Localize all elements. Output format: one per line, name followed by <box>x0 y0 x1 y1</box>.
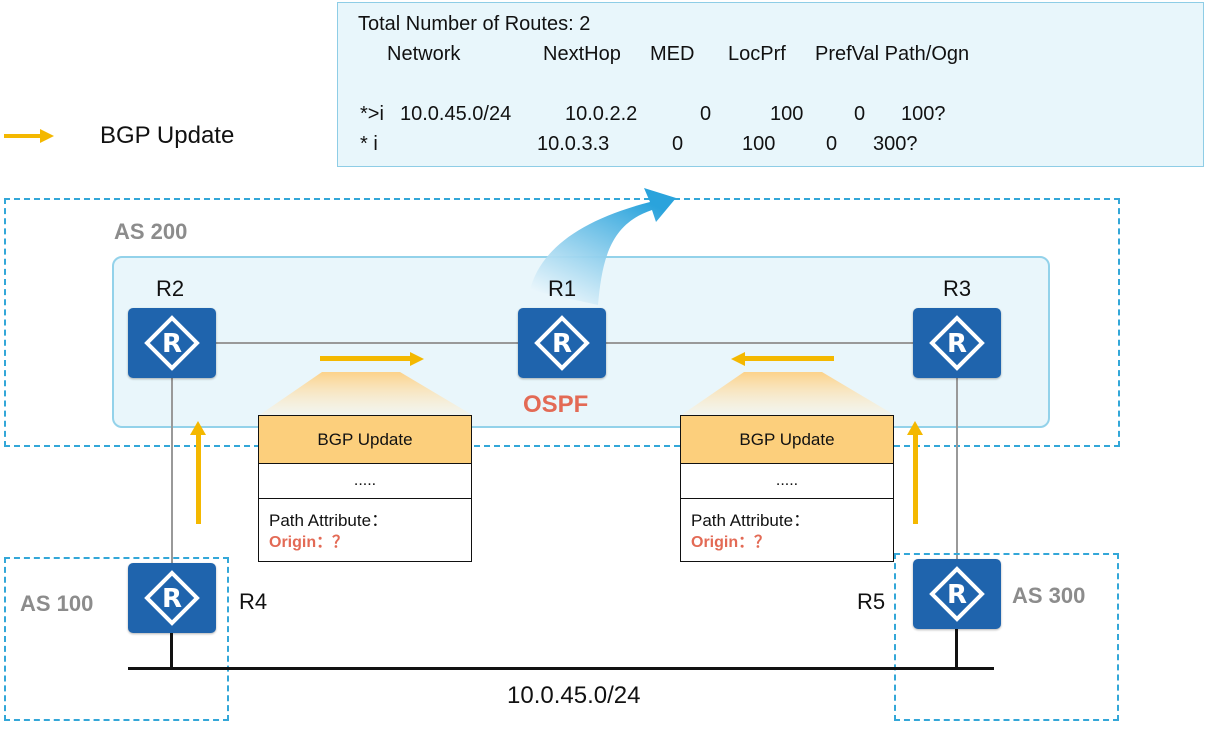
legend-arrow-head <box>40 129 54 143</box>
svg-text:R: R <box>552 329 572 359</box>
row1-path: 100? <box>901 103 946 125</box>
router-r2[interactable]: R <box>128 308 216 378</box>
link-r3-r5 <box>956 378 958 560</box>
router-icon: R <box>144 315 200 371</box>
link-r1-r3 <box>605 342 915 344</box>
router-r5[interactable]: R <box>913 559 1001 629</box>
as300-region <box>894 553 1119 721</box>
update-arrow-r5-head <box>907 421 923 435</box>
row1-nexthop: 10.0.2.2 <box>565 103 638 125</box>
router-label-r4: R4 <box>239 589 268 614</box>
svg-text:R: R <box>162 584 182 614</box>
bgp-update-origin-left: Origin：？ <box>269 534 349 551</box>
update-arrow-left-head <box>410 352 424 366</box>
routing-table-panel: Total Number of Routes: 2 Network NextHo… <box>337 2 1204 167</box>
bgp-update-attr-right: Path Attribute： <box>691 511 811 530</box>
legend-label: BGP Update <box>100 122 235 149</box>
router-label-r1: R1 <box>548 276 577 301</box>
routing-table-title: Total Number of Routes: 2 <box>358 13 591 35</box>
curved-arrow-icon <box>530 188 676 305</box>
ethernet-bus <box>128 667 994 670</box>
bgp-update-attr-left: Path Attribute： <box>269 511 389 530</box>
bgp-update-ellipsis-left: ..... <box>259 464 471 499</box>
update-arrow-left-shaft <box>320 356 412 361</box>
update-arrow-right-head <box>731 352 745 366</box>
update-arrow-r4-shaft <box>196 434 201 524</box>
header-med: MED <box>650 43 695 65</box>
ospf-label: OSPF <box>523 391 589 418</box>
row2-locprf: 100 <box>742 133 776 155</box>
update-arrow-r4-head <box>190 421 206 435</box>
as200-label: AS 200 <box>114 219 188 244</box>
svg-text:R: R <box>162 329 182 359</box>
router-icon: R <box>929 566 985 622</box>
router-r1[interactable]: R <box>518 308 606 378</box>
router-icon: R <box>144 570 200 626</box>
router-r4[interactable]: R <box>128 563 216 633</box>
bus-stub-r5 <box>955 629 958 668</box>
row1-locprf: 100 <box>770 103 804 125</box>
bgp-update-title-right: BGP Update <box>681 416 893 464</box>
legend-arrow-line <box>4 134 42 138</box>
header-locprf: LocPrf <box>728 43 786 65</box>
bgp-update-origin-right: Origin：？ <box>691 534 771 551</box>
as100-region <box>4 557 229 721</box>
update-arrow-right-shaft <box>744 356 834 361</box>
router-label-r3: R3 <box>943 276 972 301</box>
router-icon: R <box>534 315 590 371</box>
header-prefval-path: PrefVal Path/Ogn <box>815 43 970 65</box>
link-r2-r1 <box>214 342 520 344</box>
row2-nexthop: 10.0.3.3 <box>537 133 610 155</box>
as300-label: AS 300 <box>1012 583 1086 608</box>
row1-med: 0 <box>700 103 712 125</box>
bgp-update-title-left: BGP Update <box>259 416 471 464</box>
row1-network: 10.0.45.0/24 <box>400 103 512 125</box>
router-label-r2: R2 <box>156 276 185 301</box>
svg-text:R: R <box>947 329 967 359</box>
update-arrow-r5-shaft <box>913 434 918 524</box>
row2-status: * i <box>360 133 378 155</box>
svg-text:R: R <box>947 580 967 610</box>
row2-prefval: 0 <box>826 133 838 155</box>
row1-status: *>i <box>360 103 384 125</box>
router-label-r5: R5 <box>857 589 886 614</box>
header-network: Network <box>387 43 461 65</box>
link-r2-r4 <box>171 378 173 564</box>
bgp-update-box-right: BGP Update ..... Path Attribute： Origin：… <box>680 415 894 562</box>
bgp-update-box-left: BGP Update ..... Path Attribute： Origin：… <box>258 415 472 562</box>
update-callout-left <box>258 372 474 416</box>
header-nexthop: NextHop <box>543 43 621 65</box>
router-icon: R <box>929 315 985 371</box>
as100-label: AS 100 <box>20 591 94 616</box>
network-prefix-label: 10.0.45.0/24 <box>507 682 641 709</box>
router-r3[interactable]: R <box>913 308 1001 378</box>
row2-med: 0 <box>672 133 684 155</box>
bgp-update-ellipsis-right: ..... <box>681 464 893 499</box>
row2-path: 300? <box>873 133 918 155</box>
row1-prefval: 0 <box>854 103 866 125</box>
update-callout-right <box>680 372 896 416</box>
as200-region <box>4 198 1120 447</box>
bus-stub-r4 <box>170 633 173 668</box>
